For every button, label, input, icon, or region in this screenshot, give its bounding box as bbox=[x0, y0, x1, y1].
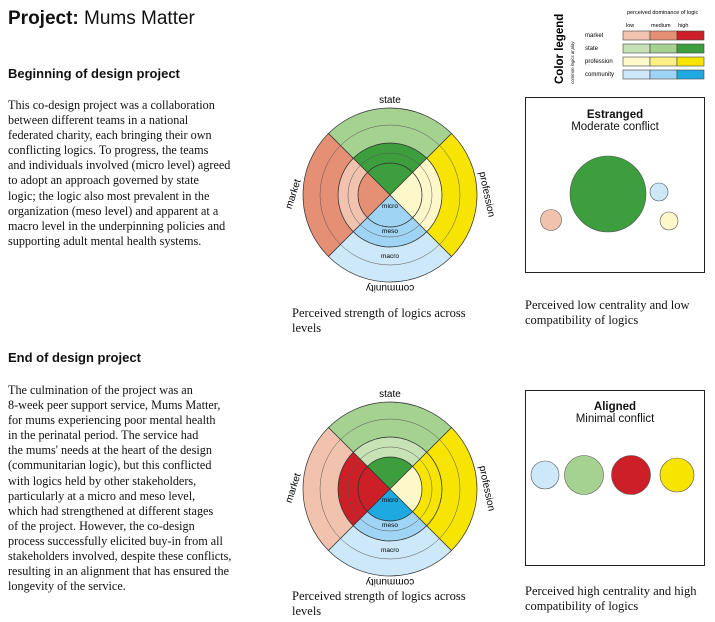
macro-label: macro bbox=[381, 253, 399, 260]
legend-swatch bbox=[622, 69, 651, 80]
guide-ring bbox=[347, 446, 433, 532]
box-caption-end: Perceived high centrality and high compa… bbox=[525, 584, 697, 613]
text-line: which had strengthened at different stag… bbox=[8, 503, 214, 518]
meso-label: meso bbox=[382, 522, 398, 529]
legend-swatch bbox=[676, 69, 705, 80]
text-line: conflicting logics. To progress, the tea… bbox=[8, 143, 209, 158]
text-line: between different teams in a national bbox=[8, 113, 189, 128]
right-label: profession bbox=[476, 465, 496, 512]
section-text-end: The culmination of the project was an 8-… bbox=[8, 383, 283, 594]
guide-ring bbox=[319, 124, 461, 266]
text-line: in the perinatal period. The service had bbox=[8, 428, 199, 443]
legend-swatch bbox=[649, 69, 678, 80]
micro-label: micro bbox=[382, 497, 398, 504]
legend-header: perceived dominance of logic bbox=[627, 10, 698, 16]
box-title: Estranged bbox=[586, 109, 644, 121]
profession-macro-segment bbox=[426, 426, 478, 552]
text-line: process successfully elicited buy-in fro… bbox=[8, 533, 223, 548]
section-text-beginning: This co-design project was a collaborati… bbox=[8, 98, 278, 249]
legend-level-low: low bbox=[626, 23, 634, 29]
text-line: and individuals involved (micro level) a… bbox=[8, 158, 231, 173]
text-line: federated charity, each bringing their o… bbox=[8, 128, 212, 143]
bubbles-end bbox=[530, 455, 695, 495]
legend-swatch bbox=[676, 43, 705, 54]
legend-swatch bbox=[676, 56, 705, 67]
text-line: 8-week peer support service, Mums Matter… bbox=[8, 398, 221, 413]
diagram-caption-end: Perceived strength of logics across leve… bbox=[292, 589, 466, 618]
legend-swatch bbox=[649, 56, 678, 67]
top-label: state bbox=[379, 95, 401, 106]
micro-label: micro bbox=[382, 203, 398, 210]
legend-level-medium: medium bbox=[651, 23, 671, 29]
profession-macro-segment bbox=[426, 132, 478, 258]
bubbles-beginning bbox=[540, 155, 679, 233]
text-line: resulting in an alignment that has ensur… bbox=[8, 564, 230, 579]
text-line: (communitarian logic), but this conflict… bbox=[8, 458, 212, 473]
text-line: to adopt an approach governed by state bbox=[8, 173, 199, 188]
left-label: market bbox=[284, 178, 304, 211]
text-line: of the project. However, the co-design bbox=[8, 518, 195, 533]
box-title: Aligned bbox=[593, 401, 637, 413]
profession-bubble bbox=[659, 457, 695, 493]
legend-swatch bbox=[649, 30, 678, 41]
legend-row-label: community bbox=[585, 72, 614, 78]
community-bubble bbox=[649, 182, 669, 202]
right-label: profession bbox=[476, 171, 496, 218]
text-line: for mums experiencing poor mental health bbox=[8, 413, 216, 428]
box-subtitle: Minimal conflict bbox=[575, 413, 655, 425]
guide-ring bbox=[319, 418, 461, 560]
text-line: logic; the logic also most prevalent in … bbox=[8, 188, 210, 203]
profession-bubble bbox=[659, 211, 679, 231]
box-caption-beginning: Perceived low centrality and low compati… bbox=[525, 298, 690, 327]
conflict-box-beginning: Estranged Moderate conflict bbox=[525, 97, 705, 273]
section-heading-end: End of design project bbox=[8, 350, 141, 365]
market-bubble bbox=[611, 455, 651, 495]
state-bubble bbox=[569, 155, 647, 233]
legend-swatch bbox=[676, 30, 705, 41]
community-bubble bbox=[530, 460, 560, 490]
text-line: The culmination of the project was an bbox=[8, 383, 193, 397]
market-bubble bbox=[540, 209, 562, 231]
text-line: macro level in the underpinning policies… bbox=[8, 218, 226, 233]
text-line: with logics held by other stakeholders, bbox=[8, 473, 197, 488]
legend-swatch bbox=[622, 30, 651, 41]
box-subtitle: Moderate conflict bbox=[571, 121, 659, 133]
bottom-label: community bbox=[366, 576, 414, 587]
color-legend-graphic: Color legend common logics at play perce… bbox=[554, 10, 705, 84]
legend-swatch bbox=[649, 43, 678, 54]
legend-title: Color legend bbox=[554, 14, 566, 84]
legend-subtitle: common logics at play bbox=[570, 41, 575, 84]
logic-wheel-beginning: micro meso macro state community market profes… bbox=[284, 95, 497, 293]
text-line: longevity of the service. bbox=[8, 579, 126, 594]
guide-ring bbox=[347, 152, 433, 238]
text-line: supporting adult mental health systems. bbox=[8, 233, 202, 248]
text-line: stakeholders involved, despite these con… bbox=[8, 549, 232, 564]
text-line: the mums' needs at the heart of the desi… bbox=[8, 443, 212, 458]
bottom-label: community bbox=[366, 282, 414, 293]
legend-swatch bbox=[622, 56, 651, 67]
logic-wheel-end: micro meso macro state community market profes… bbox=[284, 389, 497, 587]
legend-row-label: market bbox=[585, 33, 604, 39]
legend-swatch bbox=[622, 43, 651, 54]
left-label: market bbox=[284, 472, 304, 505]
conflict-box-end: Aligned Minimal conflict bbox=[525, 390, 705, 566]
legend-row-label: profession bbox=[585, 59, 613, 65]
legend-level-high: high bbox=[678, 23, 688, 29]
top-label: state bbox=[379, 389, 401, 400]
color-legend: Color legend common logics at play perce… bbox=[543, 6, 711, 86]
text-line: particularly at a micro and meso level, bbox=[8, 488, 196, 503]
page-title: Project: Mums Matter bbox=[8, 8, 195, 29]
meso-label: meso bbox=[382, 228, 398, 235]
state-bubble bbox=[564, 455, 604, 495]
text-line: This co-design project was a collaborati… bbox=[8, 98, 215, 112]
section-heading-beginning: Beginning of design project bbox=[8, 66, 180, 81]
diagram-caption-beginning: Perceived strength of logics across leve… bbox=[292, 306, 466, 335]
macro-label: macro bbox=[381, 547, 399, 554]
legend-row-label: state bbox=[585, 46, 599, 52]
text-line: organization (meso level) and apparent a… bbox=[8, 203, 219, 218]
